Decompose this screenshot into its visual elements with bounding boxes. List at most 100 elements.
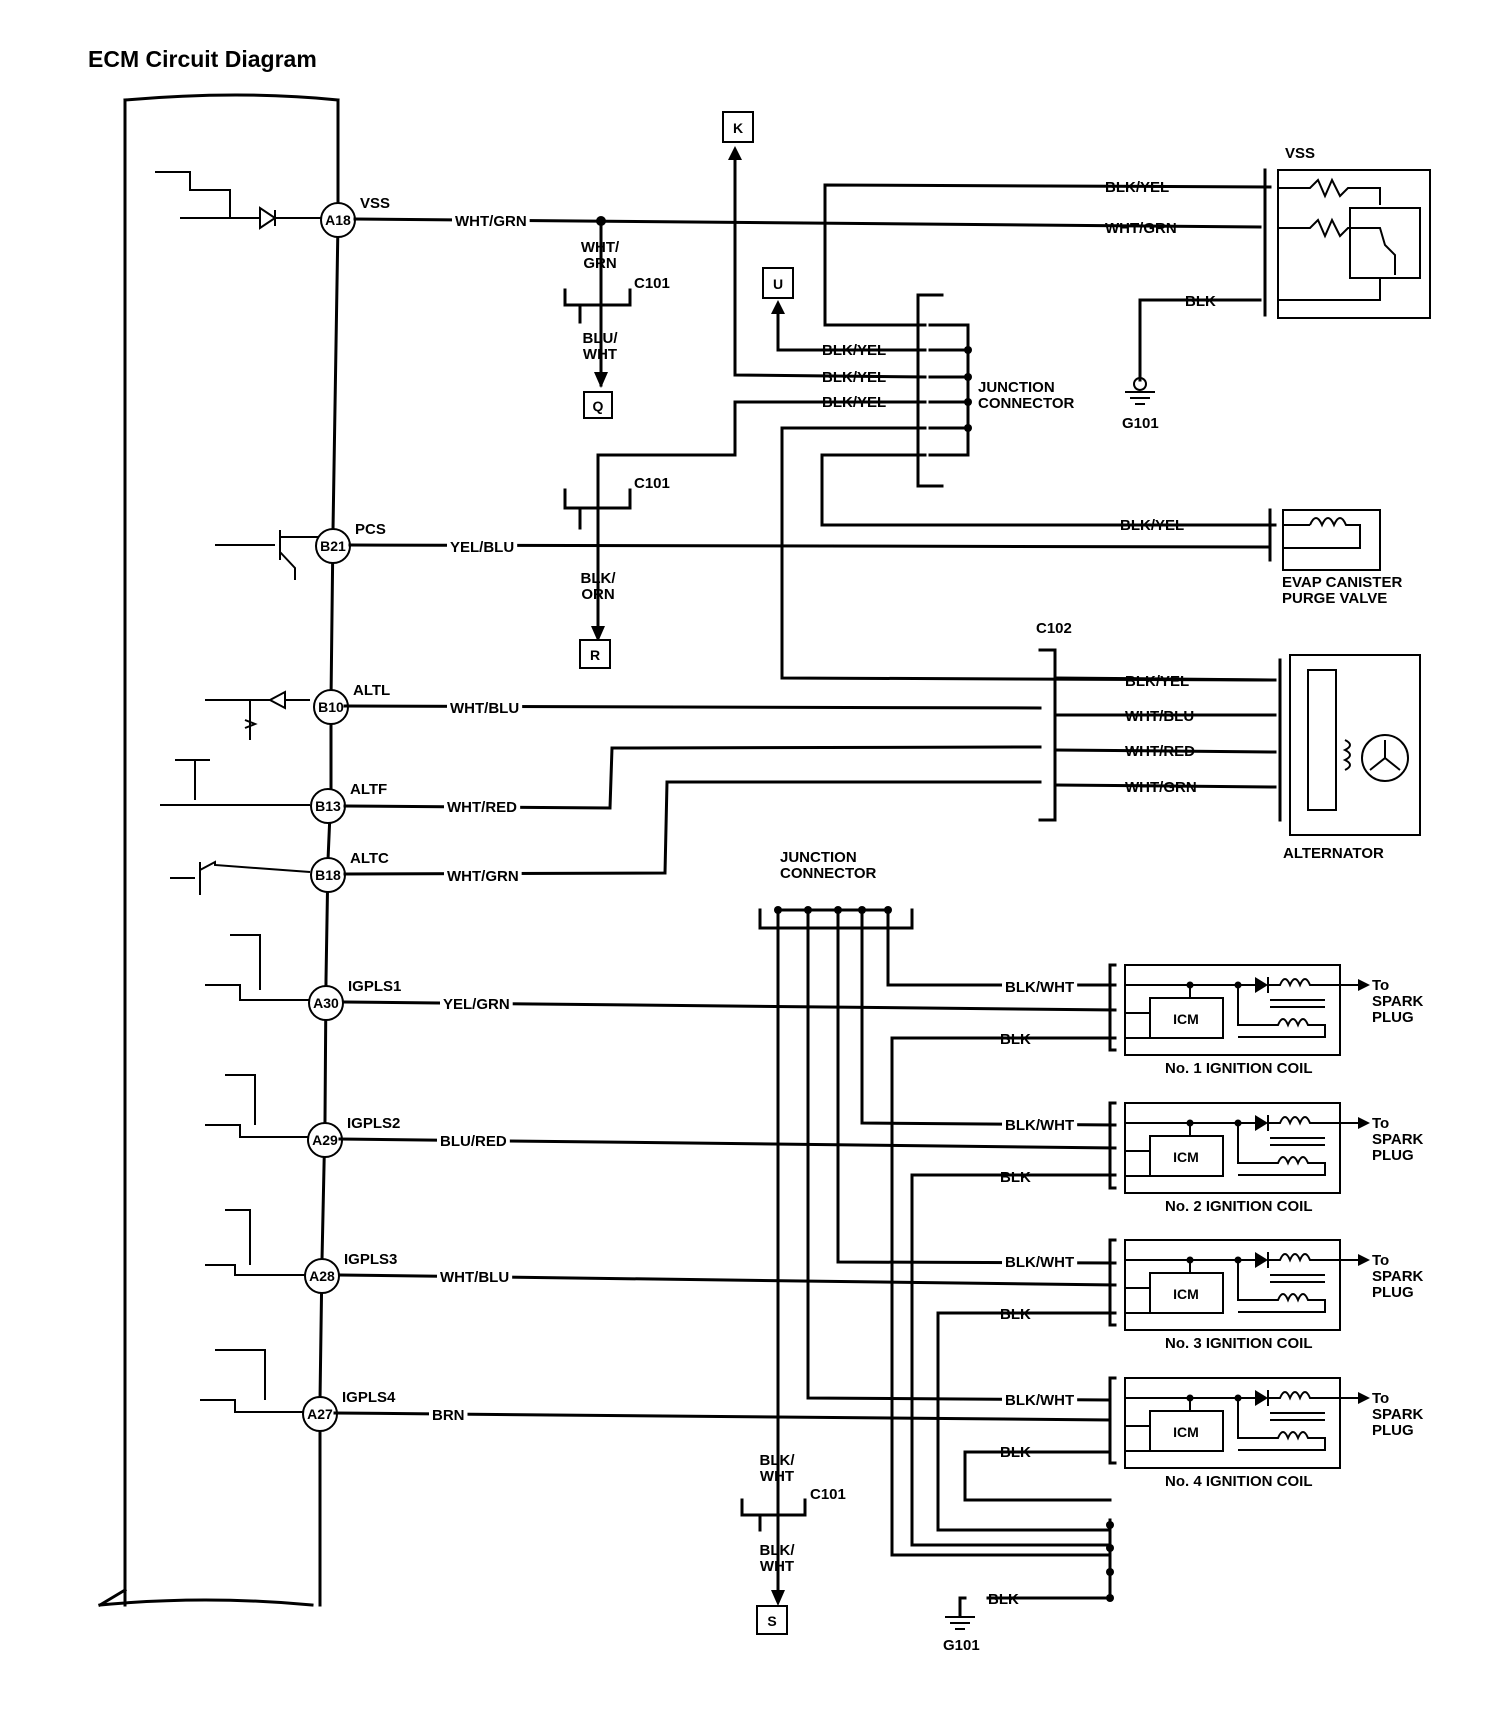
- ref-k-group: K: [722, 111, 927, 379]
- coil-wire-blk-wht-label: BLK/WHT: [1005, 979, 1074, 996]
- ecm-internal-circuits: [155, 171, 322, 1413]
- wire-label-alt-wht-grn: WHT/GRN: [1125, 779, 1197, 796]
- wire-label-alt-wht-red: WHT/RED: [1125, 743, 1195, 760]
- c101-label-1: C101: [634, 275, 670, 292]
- ecm-module: [97, 93, 340, 1608]
- ref-s: S: [767, 1613, 776, 1629]
- wire-label-evap-blk-yel: BLK/YEL: [1120, 517, 1184, 534]
- pin-signal-label: VSS: [360, 195, 390, 212]
- ecm-pin-b10: B10 ALTL: [313, 682, 390, 725]
- c102-label: C102: [1036, 620, 1072, 637]
- coil-label: No. 2 IGNITION COIL: [1165, 1198, 1313, 1215]
- wire-label-blk-orn: BLK/ORN: [581, 570, 617, 603]
- pin-signal-label: PCS: [355, 521, 386, 538]
- icm-label: ICM: [1173, 1286, 1199, 1302]
- ecm-pin-a30: A30 IGPLS1: [308, 978, 401, 1021]
- pin-label: A27: [307, 1406, 333, 1422]
- pin-signal-label: IGPLS1: [348, 978, 401, 995]
- icm-label: ICM: [1173, 1424, 1199, 1440]
- c101-split-s: BLK/WHT C101 BLK/WHT S: [740, 1452, 846, 1635]
- alternator: ALTERNATOR: [1278, 654, 1421, 862]
- ref-r: R: [590, 647, 600, 663]
- wire-label-wht-grn-split: WHT/GRN: [581, 239, 620, 272]
- g101-label-bottom: G101: [943, 1637, 980, 1654]
- wire-label-vss-wht-grn: WHT/GRN: [1105, 220, 1177, 237]
- wire-label-blk-yel-u: BLK/YEL: [822, 342, 886, 359]
- vss-sensor: VSS BLK/YEL WHT/GRN BLK G101: [1105, 145, 1431, 432]
- ecm-wire-label: YEL/BLU: [450, 539, 514, 556]
- pin-label: A29: [312, 1132, 338, 1148]
- ecm-wire-label: BLU/RED: [440, 1133, 507, 1150]
- pin-label: A18: [325, 212, 351, 228]
- coil-wire-blk-wht-label: BLK/WHT: [1005, 1117, 1074, 1134]
- ecm-right-edge: [318, 220, 340, 1607]
- coil-wire-blk-wht-label: BLK/WHT: [1005, 1392, 1074, 1409]
- vss-label: VSS: [1285, 145, 1315, 162]
- c101-split-r: R C101 BLK/ORN: [563, 400, 927, 669]
- wire-label-blk-yel-k: BLK/YEL: [822, 369, 886, 386]
- alternator-label: ALTERNATOR: [1283, 845, 1384, 862]
- ref-q: Q: [593, 398, 604, 414]
- ecm-pins: A18VSSB21PCSB10ALTLB13ALTFB18ALTCA30IGPL…: [302, 195, 401, 1432]
- g101-label-top: G101: [1122, 415, 1159, 432]
- pin-signal-label: ALTF: [350, 781, 387, 798]
- wire-label-g101-blk: BLK: [988, 1591, 1019, 1608]
- coil-wire-blk-wht-label: BLK/WHT: [1005, 1254, 1074, 1271]
- pin-label: A30: [313, 995, 339, 1011]
- c102-connector: C102 BLK/YEL WHT/BLU WHT/RED WHT/GRN: [1036, 620, 1277, 822]
- coil-label: No. 1 IGNITION COIL: [1165, 1060, 1313, 1077]
- pin-label: B10: [318, 699, 344, 715]
- wire-label-blk-wht-split-1: BLK/WHT: [760, 1452, 796, 1485]
- icm-label: ICM: [1173, 1011, 1199, 1027]
- ecm-wire-label: WHT/GRN: [455, 213, 527, 230]
- pin-label: B21: [320, 538, 346, 554]
- ecm-wire-label: WHT/RED: [447, 799, 517, 816]
- ecm-wire-label: WHT/BLU: [450, 700, 519, 717]
- ignition-ground-returns: BLK G101: [890, 1036, 1117, 1654]
- pin-signal-label: IGPLS3: [344, 1251, 397, 1268]
- c101-split-q: Q WHT/GRN C101 BLU/WHT: [563, 216, 670, 419]
- ecm-wire-label: WHT/BLU: [440, 1269, 509, 1286]
- icm-label: ICM: [1173, 1149, 1199, 1165]
- ecm-pin-a18: A18 VSS: [320, 195, 390, 238]
- pin-signal-label: ALTC: [350, 850, 389, 867]
- ecm-wire-label: BRN: [432, 1407, 465, 1424]
- pin-label: A28: [309, 1268, 335, 1284]
- diagram-title: ECM Circuit Diagram: [88, 46, 317, 72]
- pin-signal-label: ALTL: [353, 682, 390, 699]
- ecm-wire-label: WHT/GRN: [447, 868, 519, 885]
- ecm-wire-labels: WHT/GRN YEL/BLU WHT/BLU WHT/RED WHT/GRN YEL/G…: [429, 212, 530, 1425]
- ecm-pin-b18: B18 ALTC: [310, 850, 389, 893]
- wire-label-blk-wht-split-2: BLK/WHT: [760, 1542, 796, 1575]
- ecm-pin-a28: A28 IGPLS3: [304, 1251, 397, 1294]
- pin-label: B13: [315, 798, 341, 814]
- ref-u: U: [773, 276, 783, 292]
- ref-k: K: [733, 120, 743, 136]
- coil-label: No. 4 IGNITION COIL: [1165, 1473, 1313, 1490]
- ecm-wire-label: YEL/GRN: [443, 996, 510, 1013]
- ecm-pin-a27: A27 IGPLS4: [302, 1389, 396, 1432]
- c101-label-2: C101: [634, 475, 670, 492]
- ref-u-group: U: [762, 267, 927, 352]
- pin-label: B18: [315, 867, 341, 883]
- wire-label-blk-yel-r: BLK/YEL: [822, 394, 886, 411]
- ecm-pin-b21: B21 PCS: [315, 521, 386, 564]
- pin-signal-label: IGPLS4: [342, 1389, 396, 1406]
- wire-label-alt-wht-blu: WHT/BLU: [1125, 708, 1194, 725]
- wire-label-alt-blk-yel: BLK/YEL: [1125, 673, 1189, 690]
- coil-wire-blk-label: BLK: [1000, 1169, 1031, 1186]
